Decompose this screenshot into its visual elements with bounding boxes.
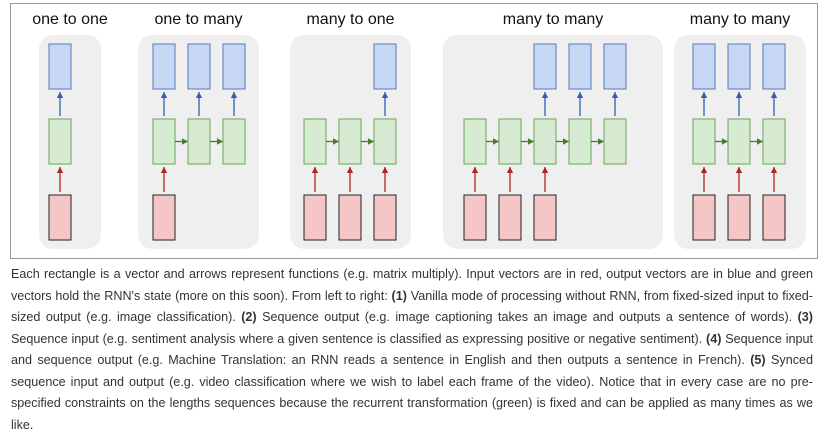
panel-4-output-vector <box>533 43 557 90</box>
panel-1-input-vector <box>48 194 72 241</box>
panel-3-input-vector <box>338 194 362 241</box>
panel-4-input-vector <box>498 194 522 241</box>
caption-text-4: Sequence input and sequence output (e.g.… <box>11 331 814 368</box>
caption-number-4: (4) <box>706 331 722 346</box>
panel-1-output-vector <box>48 43 72 90</box>
panel-4-recurrent-arrow-head <box>563 138 569 145</box>
panel-2-hidden-vector <box>187 118 211 165</box>
panel-5-input-arrow-head <box>700 167 708 173</box>
panel-3-input-arrow-head <box>381 167 389 173</box>
panel-5-hidden-vector <box>692 118 716 165</box>
caption-number-5: (5) <box>750 353 766 367</box>
figure-caption: Each rectangle is a vector and arrows re… <box>11 264 813 436</box>
panel-5-title: many to many <box>690 11 790 28</box>
panel-1-hidden-vector <box>48 118 72 165</box>
panel-4-recurrent-arrow-head <box>493 138 499 145</box>
panel-4-hidden-vector <box>463 118 487 165</box>
caption-number-2: (2) <box>241 310 257 324</box>
panel-4-input-arrow-head <box>541 167 549 173</box>
panel-3-input-arrow-head <box>346 167 354 173</box>
panel-5-output-arrow-head <box>735 92 743 98</box>
panel-2-recurrent-arrow-head <box>182 138 188 145</box>
panel-3-hidden-vector <box>373 118 397 165</box>
panel-4-input-vector <box>533 194 557 241</box>
panel-3-input-arrow-head <box>311 167 319 173</box>
rnn-diagram-figure: one to one one to many many to one many to … <box>10 3 818 259</box>
panel-2-input-vector <box>152 194 176 241</box>
panel-4-title: many to many <box>503 11 603 28</box>
panel-3-hidden-vector <box>338 118 362 165</box>
caption-text-2: Sequence output (e.g. image captioning t… <box>256 310 798 324</box>
caption-intro: Each rectangle is a vector and arrows re… <box>11 267 813 303</box>
panel-1-input-arrow-head <box>56 167 64 173</box>
panel-1-output-arrow-head <box>56 92 64 98</box>
panel-4-hidden-vector <box>568 118 592 165</box>
panel-5-output-arrow-head <box>770 92 778 98</box>
panel-5-output-arrow-head <box>700 92 708 98</box>
panel-4-input-arrow-head <box>471 167 479 173</box>
panel-4-input-vector <box>463 194 487 241</box>
panel-2-hidden-vector <box>152 118 176 165</box>
panel-5-recurrent-arrow-head <box>722 138 728 145</box>
panel-2-hidden-vector <box>222 118 246 165</box>
panel-3-recurrent-arrow-head <box>368 138 374 145</box>
caption-text-5: Synced sequence input and output (e.g. v… <box>11 353 813 432</box>
panel-4-output-arrow-head <box>611 92 619 98</box>
panel-3-hidden-vector <box>303 118 327 165</box>
panel-4-output-vector <box>568 43 592 90</box>
caption-text-3: Sequence input (e.g. sentiment analysis … <box>11 331 707 346</box>
panel-1-title: one to one <box>32 11 108 28</box>
panel-2-title: one to many <box>154 11 242 28</box>
panel-2-output-vector <box>187 43 211 90</box>
rnn-diagram: one to one one to many many to one many to … <box>32 11 806 249</box>
panel-5-input-arrow-head <box>735 167 743 173</box>
panel-3-title: many to one <box>306 11 394 28</box>
panel-4-input-arrow-head <box>506 167 514 173</box>
caption-number-3: (3) <box>797 310 814 324</box>
panel-5-input-arrow-head <box>770 167 778 173</box>
panel-2-output-vector <box>152 43 176 90</box>
panel-2-output-arrow-head <box>160 92 168 98</box>
panel-4-hidden-vector <box>603 118 627 165</box>
panel-2-output-vector <box>222 43 246 90</box>
panel-5-recurrent-arrow-head <box>757 138 763 145</box>
panel-3-output-arrow-head <box>381 92 389 98</box>
panel-4-output-vector <box>603 43 627 90</box>
caption-number-1: (1) <box>391 288 407 303</box>
caption-text-1: Vanilla mode of processing without RNN, … <box>11 288 814 325</box>
panel-3-input-vector <box>303 194 327 241</box>
panel-4-hidden-vector <box>533 118 557 165</box>
panel-5-hidden-vector <box>762 118 786 165</box>
panel-2-output-arrow-head <box>230 92 238 98</box>
panel-5-input-vector <box>727 194 751 241</box>
panel-3-input-vector <box>373 194 397 241</box>
panel-4-recurrent-arrow-head <box>528 138 534 145</box>
panel-5-hidden-vector <box>727 118 751 165</box>
panel-5-output-vector <box>692 43 716 90</box>
panel-3-output-vector <box>373 43 397 90</box>
panel-4-output-arrow-head <box>541 92 549 98</box>
panel-2-recurrent-arrow-head <box>217 138 223 145</box>
panel-4-output-arrow-head <box>576 92 584 98</box>
panel-4-recurrent-arrow-head <box>598 138 604 145</box>
panel-3-recurrent-arrow-head <box>333 138 339 145</box>
panel-5-output-vector <box>727 43 751 90</box>
panel-5-input-vector <box>762 194 786 241</box>
panel-5-output-vector <box>762 43 786 90</box>
panel-2-output-arrow-head <box>195 92 203 98</box>
panel-4-hidden-vector <box>498 118 522 165</box>
panel-2-input-arrow-head <box>160 167 168 173</box>
panel-5-input-vector <box>692 194 716 241</box>
